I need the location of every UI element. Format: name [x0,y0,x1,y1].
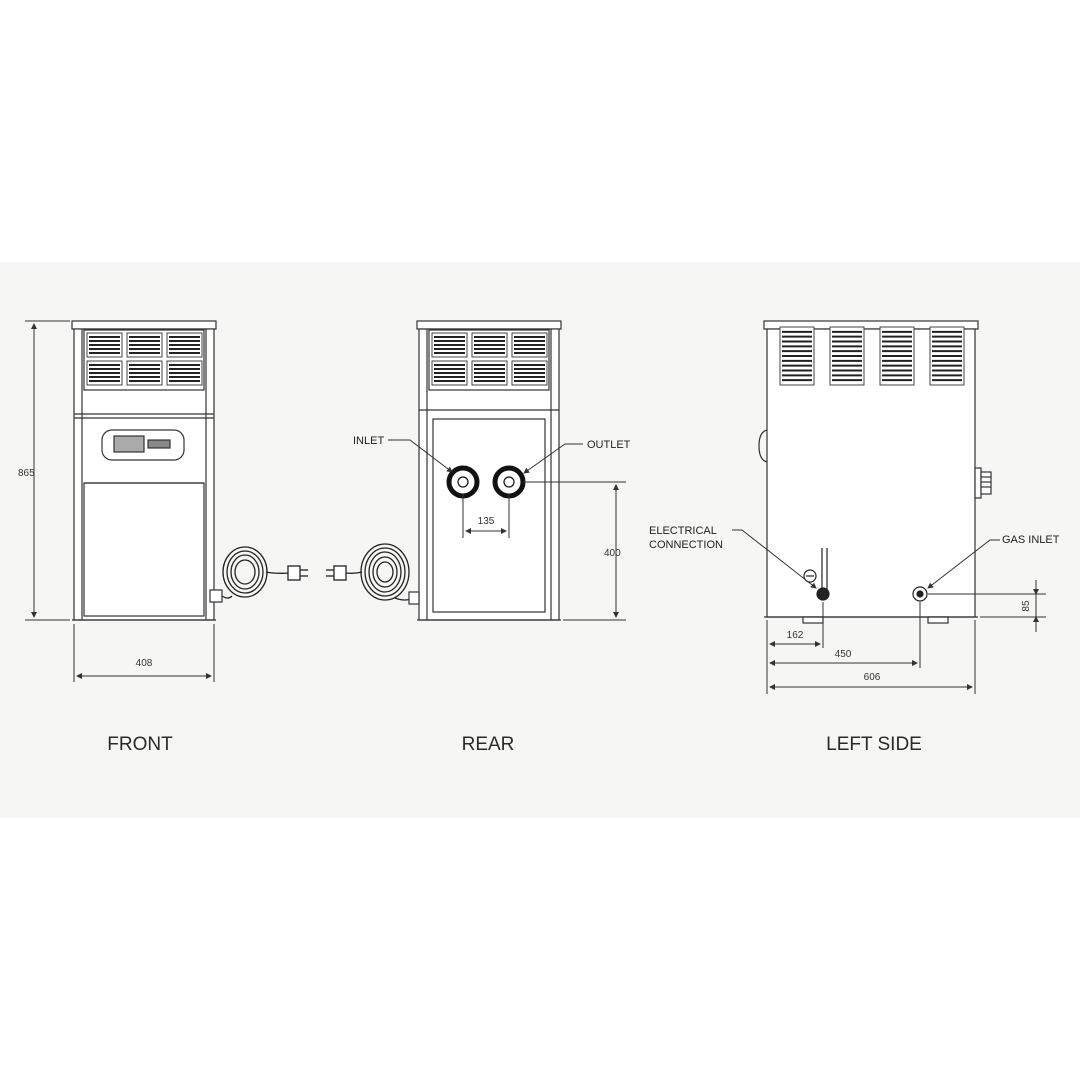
side-dim-162-label: 162 [787,630,804,641]
front-width-dimension [73,624,215,682]
rear-spacing-dimension [462,494,510,538]
rear-plug [333,565,347,581]
display-screen [113,435,145,453]
gas-height-dimension [928,580,1046,632]
rear-louvers [431,332,548,386]
electrical-label-line1: ELECTRICAL [649,525,717,537]
left-side-view [758,320,992,624]
gas-inlet-fitting [912,586,928,602]
side-depth-label: 606 [864,672,881,683]
plug [287,565,301,581]
rear-view-title: REAR [462,734,515,755]
cord-exit [209,589,223,603]
left-side-view-title: LEFT SIDE [826,734,922,755]
front-height-dimension [25,320,70,621]
rear-height-dimension [523,481,626,621]
front-width-label: 408 [136,658,153,669]
outlet-label: OUTLET [587,439,631,451]
front-view-title: FRONT [107,734,173,755]
gas-height-label: 85 [1021,600,1032,612]
rear-view [408,320,562,621]
front-height-label: 865 [18,468,35,479]
inlet-label: INLET [353,435,384,447]
electrical-label-line2: CONNECTION [649,539,723,551]
rear-spacing-label: 135 [478,516,495,527]
front-louvers [86,332,203,386]
electrical-connection-fitting [803,548,830,601]
side-callout-leaders [732,529,1000,589]
rear-callout-leaders [388,439,583,474]
rear-power-cord [326,543,415,601]
side-louvers [779,326,965,386]
front-view [71,320,223,621]
gas-inlet-label: GAS INLET [1002,534,1060,546]
front-power-cord [221,546,308,599]
side-horizontal-dimensions [766,602,976,694]
side-dim-450-label: 450 [835,649,852,660]
rear-height-label: 400 [604,548,621,559]
